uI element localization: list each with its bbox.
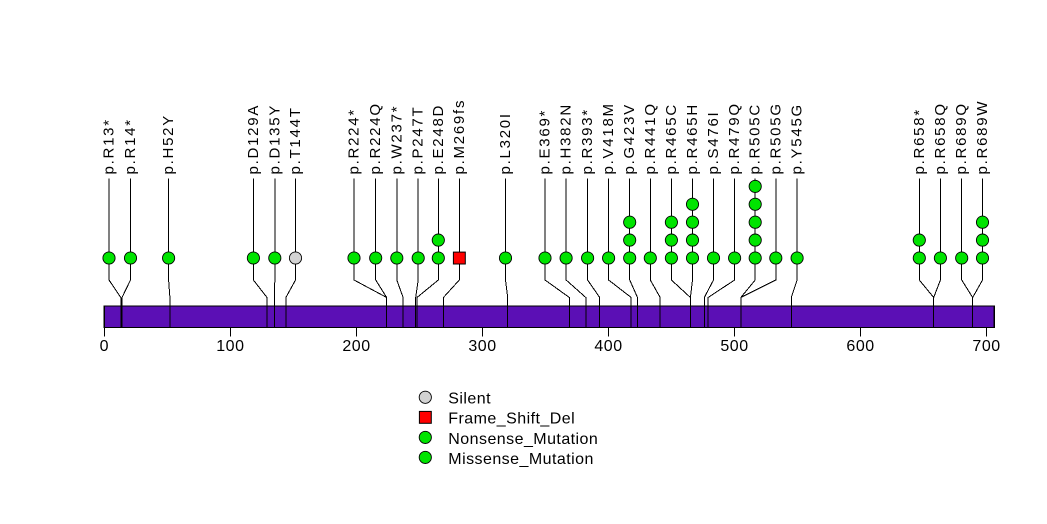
svg-text:200: 200 (342, 338, 370, 355)
svg-text:p.R479Q: p.R479Q (726, 102, 743, 174)
svg-text:p.R689W: p.R689W (974, 100, 991, 175)
svg-text:p.R658*: p.R658* (911, 108, 928, 174)
svg-text:p.R393*: p.R393* (579, 108, 596, 174)
svg-text:p.S476I: p.S476I (705, 111, 722, 175)
svg-text:p.R14*: p.R14* (122, 118, 139, 174)
svg-text:400: 400 (594, 338, 622, 355)
svg-text:p.R658Q: p.R658Q (932, 102, 949, 174)
svg-text:p.R465H: p.R465H (684, 103, 701, 174)
svg-text:p.R465C: p.R465C (663, 103, 680, 174)
svg-text:Silent: Silent (448, 391, 491, 408)
svg-text:p.W237*: p.W237* (388, 105, 405, 175)
svg-text:0: 0 (100, 338, 109, 355)
svg-text:p.D129A: p.D129A (245, 104, 262, 175)
svg-text:600: 600 (846, 338, 874, 355)
svg-text:p.M269fs: p.M269fs (451, 99, 468, 175)
svg-text:p.P247T: p.P247T (410, 106, 427, 175)
svg-text:p.H382N: p.H382N (558, 103, 575, 174)
svg-text:100: 100 (216, 338, 244, 355)
svg-text:p.E369*: p.E369* (537, 109, 554, 175)
svg-text:500: 500 (720, 338, 748, 355)
svg-text:p.D135Y: p.D135Y (266, 104, 283, 175)
svg-text:Frame_Shift_Del: Frame_Shift_Del (448, 411, 575, 428)
svg-text:p.R224*: p.R224* (346, 108, 363, 174)
svg-text:p.R13*: p.R13* (101, 118, 118, 174)
svg-text:p.H52Y: p.H52Y (160, 114, 177, 175)
svg-text:p.R505C: p.R505C (747, 103, 764, 174)
svg-text:p.T144T: p.T144T (287, 106, 304, 174)
svg-text:p.R689Q: p.R689Q (953, 102, 970, 174)
svg-text:300: 300 (468, 338, 496, 355)
svg-text:p.Y545G: p.Y545G (789, 103, 806, 174)
svg-text:p.G423V: p.G423V (621, 103, 638, 174)
svg-text:p.R224Q: p.R224Q (367, 102, 384, 174)
svg-text:p.R441Q: p.R441Q (642, 102, 659, 174)
svg-text:p.R505G: p.R505G (767, 102, 784, 174)
svg-text:p.L320I: p.L320I (497, 112, 514, 174)
svg-text:p.V418M: p.V418M (600, 102, 617, 174)
svg-text:700: 700 (972, 338, 1000, 355)
svg-text:Missense_Mutation: Missense_Mutation (448, 451, 594, 468)
svg-text:Nonsense_Mutation: Nonsense_Mutation (448, 431, 598, 448)
svg-text:p.E248D: p.E248D (430, 104, 447, 175)
